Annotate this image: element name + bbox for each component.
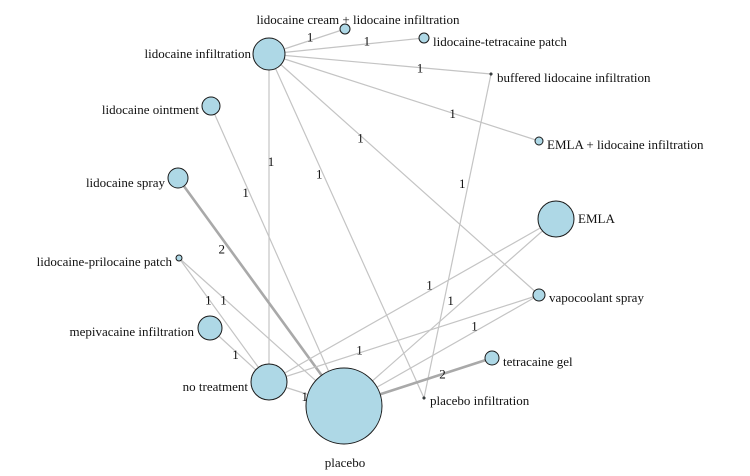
node-placebo-infiltration [422, 396, 426, 400]
node-label-mepivacaine-infiltration: mepivacaine infiltration [69, 324, 194, 339]
node-label-no-treatment: no treatment [183, 379, 249, 394]
node-label-lidocaine-tetracaine-patch: lidocaine-tetracaine patch [433, 34, 567, 49]
node-emla-lidocaine-infiltration [534, 136, 544, 146]
node-lidocaine-prilocaine-patch [175, 254, 183, 262]
node-lidocaine-spray [167, 167, 189, 189]
node-lidocaine-tetracaine-patch [418, 32, 430, 44]
node-label-lidocaine-cream-lidocaine-infiltration: lidocaine cream + lidocaine infiltration [257, 12, 460, 27]
edge-label-emla-nt: 1 [426, 277, 433, 292]
node-label-placebo-infiltration: placebo infiltration [430, 393, 530, 408]
edge-label-li-pi: 1 [316, 166, 323, 181]
node-vapocoolant-spray [532, 288, 546, 302]
node-label-emla-lidocaine-infiltration: EMLA + lidocaine infiltration [547, 137, 704, 152]
node-labels-layer: lidocaine cream + lidocaine infiltration… [37, 12, 704, 470]
edge-ls-pl [176, 177, 346, 407]
edge-bli-pi [423, 73, 492, 399]
node-lidocaine-ointment [201, 96, 221, 116]
edge-li-vs [268, 53, 540, 296]
edge-label-li-vs: 1 [357, 130, 364, 145]
edge-label-li-lci: 1 [307, 30, 314, 45]
edge-li-bli [268, 53, 492, 75]
edge-label-li-emli: 1 [449, 106, 456, 121]
node-lidocaine-infiltration [252, 37, 286, 71]
node-mepivacaine-infiltration [197, 315, 223, 341]
node-buffered-lidocaine-infiltration [489, 72, 493, 76]
edge-li-emli [268, 53, 540, 142]
nodes-layer [167, 23, 575, 445]
node-label-lidocaine-prilocaine-patch: lidocaine-prilocaine patch [37, 254, 173, 269]
node-label-vapocoolant-spray: vapocoolant spray [549, 290, 644, 305]
edge-label-ls-pl: 2 [219, 241, 226, 256]
node-label-emla: EMLA [578, 211, 615, 226]
node-lidocaine-cream-lidocaine-infiltration [339, 23, 351, 35]
node-emla [537, 200, 575, 238]
edge-emla-pl [343, 218, 557, 407]
node-label-lidocaine-spray: lidocaine spray [86, 175, 166, 190]
edge-lo-pl [210, 105, 345, 407]
edge-label-lpp-nt: 1 [205, 293, 212, 308]
edge-label-lo-pl: 1 [242, 185, 249, 200]
node-tetracaine-gel [484, 350, 500, 366]
node-placebo [305, 367, 383, 445]
edge-label-emla-pl: 1 [447, 293, 454, 308]
edge-label-mi-nt: 1 [232, 347, 239, 362]
edge-label-vs-pl: 1 [471, 318, 478, 333]
edge-label-lpp-pl: 1 [220, 292, 227, 307]
node-label-buffered-lidocaine-infiltration: buffered lidocaine infiltration [497, 70, 651, 85]
node-no-treatment [250, 363, 288, 401]
edge-label-bli-pi: 1 [459, 176, 466, 191]
edge-lpp-nt [178, 257, 270, 383]
edge-li-ltp [268, 37, 425, 55]
node-label-placebo: placebo [325, 455, 365, 470]
edge-emla-nt [268, 218, 557, 383]
edge-vs-nt [268, 294, 540, 383]
edge-label-vs-nt: 1 [356, 343, 363, 358]
edge-label-li-ltp: 1 [364, 33, 371, 48]
edge-label-li-bli: 1 [417, 61, 424, 76]
edge-label-li-nt: 1 [268, 154, 275, 169]
edge-label-nt-pl: 1 [302, 389, 309, 404]
node-label-lidocaine-infiltration: lidocaine infiltration [145, 46, 252, 61]
edge-li-pi [268, 53, 425, 399]
edge-label-tg-pl: 2 [439, 366, 446, 381]
node-label-lidocaine-ointment: lidocaine ointment [102, 102, 200, 117]
node-label-tetracaine-gel: tetracaine gel [503, 354, 573, 369]
